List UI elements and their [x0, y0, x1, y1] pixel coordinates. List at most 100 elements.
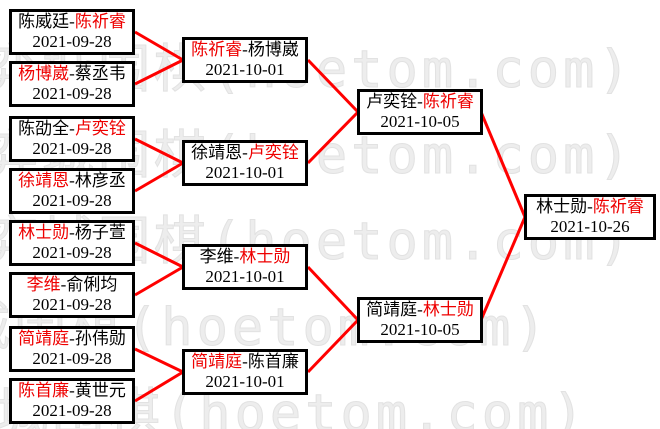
connector-r1m5-r2m3: [134, 241, 184, 269]
connector-r1m1-r2m1: [134, 30, 184, 62]
player2-name: 杨博崴: [247, 40, 299, 59]
player2-name: 卢奕铨: [74, 119, 126, 138]
player1-name: 简靖庭: [366, 300, 418, 319]
match-players: 简靖庭-陈首廉: [185, 352, 305, 372]
player2-name: 陈祈睿: [592, 197, 644, 216]
connector-r1m2-r2m1: [134, 58, 184, 86]
dash-separator: -: [69, 64, 75, 83]
player1-name: 陈祈睿: [191, 40, 243, 59]
match-date: 2021-09-28: [32, 295, 112, 314]
dash-separator: -: [417, 300, 423, 319]
match-players: 李维-林士勋: [185, 247, 305, 267]
match-players: 简靖庭-林士勋: [360, 300, 480, 320]
connector-r2m1-r3m1: [306, 58, 360, 114]
match-date: 2021-10-05: [380, 112, 460, 131]
match-box-r2-3: 李维-林士勋 2021-10-01: [182, 244, 308, 290]
match-players: 林士勋-杨子萱: [12, 223, 132, 243]
match-box-semifinal-2: 简靖庭-林士勋 2021-10-05: [357, 297, 483, 343]
connector-r1m3-r2m2: [134, 137, 184, 165]
connector-r1m6-r2m3: [134, 265, 184, 297]
match-players: 陈祈睿-杨博崴: [185, 40, 305, 60]
dash-separator: -: [69, 171, 75, 190]
match-date: 2021-10-26: [550, 217, 630, 236]
dash-separator: -: [69, 381, 75, 400]
dash-separator: -: [69, 223, 75, 242]
player2-name: 卢奕铨: [247, 143, 299, 162]
match-players: 杨博崴-蔡丞韦: [12, 64, 132, 84]
match-date: 2021-09-28: [32, 32, 112, 51]
match-players: 徐靖恩-林彦丞: [12, 171, 132, 191]
match-box-r1-2: 杨博崴-蔡丞韦 2021-09-28: [9, 61, 135, 107]
match-date: 2021-09-28: [32, 401, 112, 420]
match-players: 林士勋-陈祈睿: [527, 197, 653, 217]
match-players: 徐靖恩-卢奕铨: [185, 143, 305, 163]
match-box-r1-1: 陈威廷-陈祈睿 2021-09-28: [9, 9, 135, 55]
match-box-r2-1: 陈祈睿-杨博崴 2021-10-01: [182, 37, 308, 83]
dash-separator: -: [242, 40, 248, 59]
connector-r2m2-r3m1: [306, 110, 360, 165]
connector-r1m7-r2m4: [134, 347, 184, 374]
player2-name: 林士勋: [239, 247, 291, 266]
player1-name: 简靖庭: [18, 329, 70, 348]
player1-name: 陈威廷: [18, 12, 70, 31]
player2-name: 林彦丞: [74, 171, 126, 190]
match-box-r1-3: 陈劭全-卢奕铨 2021-09-28: [9, 116, 135, 162]
match-players: 陈劭全-卢奕铨: [12, 119, 132, 139]
player2-name: 陈首廉: [247, 352, 299, 371]
match-date: 2021-09-28: [32, 349, 112, 368]
player2-name: 陈祈睿: [422, 92, 474, 111]
match-date: 2021-09-28: [32, 191, 112, 210]
match-box-semifinal-1: 卢奕铨-陈祈睿 2021-10-05: [357, 89, 483, 135]
match-date: 2021-10-01: [205, 60, 285, 79]
connector-r3m1-final: [479, 111, 527, 218]
match-date: 2021-10-05: [380, 320, 460, 339]
player2-name: 林士勋: [422, 300, 474, 319]
match-box-r1-8: 陈首廉-黄世元 2021-09-28: [9, 378, 135, 424]
player1-name: 卢奕铨: [366, 92, 418, 111]
player1-name: 林士勋: [18, 223, 70, 242]
dash-separator: -: [233, 247, 240, 266]
player2-name: 黄世元: [74, 381, 126, 400]
connector-r1m8-r2m4: [134, 370, 184, 403]
match-box-r1-7: 简靖庭-孙伟勋 2021-09-28: [9, 326, 135, 372]
player2-name: 孙伟勋: [74, 329, 126, 348]
match-box-r1-4: 徐靖恩-林彦丞 2021-09-28: [9, 168, 135, 214]
player1-name: 李维: [199, 247, 234, 266]
dash-separator: -: [69, 329, 75, 348]
match-players: 陈威廷-陈祈睿: [12, 12, 132, 32]
dash-separator: -: [417, 92, 423, 111]
dash-separator: -: [69, 12, 75, 31]
player1-name: 简靖庭: [191, 352, 243, 371]
dash-separator: -: [60, 275, 67, 294]
player2-name: 蔡丞韦: [74, 64, 126, 83]
connector-r2m4-r3m2: [306, 318, 360, 374]
match-players: 李维-俞俐均: [12, 275, 132, 295]
player2-name: 杨子萱: [74, 223, 126, 242]
dash-separator: -: [242, 352, 248, 371]
match-box-r1-6: 李维-俞俐均 2021-09-28: [9, 272, 135, 318]
dash-separator: -: [587, 197, 593, 216]
match-date: 2021-09-28: [32, 243, 112, 262]
player2-name: 俞俐均: [66, 275, 118, 294]
match-box-r1-5: 林士勋-杨子萱 2021-09-28: [9, 220, 135, 266]
player2-name: 陈祈睿: [74, 12, 126, 31]
match-date: 2021-09-28: [32, 139, 112, 158]
match-date: 2021-10-01: [205, 372, 285, 391]
connector-r2m3-r3m2: [306, 265, 360, 322]
match-players: 卢奕铨-陈祈睿: [360, 92, 480, 112]
match-date: 2021-09-28: [32, 84, 112, 103]
player1-name: 徐靖恩: [18, 171, 70, 190]
player1-name: 陈劭全: [18, 119, 70, 138]
player1-name: 杨博崴: [18, 64, 70, 83]
player1-name: 陈首廉: [18, 381, 70, 400]
connector-r3m2-final: [479, 216, 527, 321]
player1-name: 李维: [26, 275, 61, 294]
match-box-r2-4: 简靖庭-陈首廉 2021-10-01: [182, 349, 308, 395]
match-box-final: 林士勋-陈祈睿 2021-10-26: [524, 194, 656, 240]
dash-separator: -: [69, 119, 75, 138]
connector-r1m4-r2m2: [134, 161, 184, 193]
match-date: 2021-10-01: [205, 267, 285, 286]
player1-name: 徐靖恩: [191, 143, 243, 162]
